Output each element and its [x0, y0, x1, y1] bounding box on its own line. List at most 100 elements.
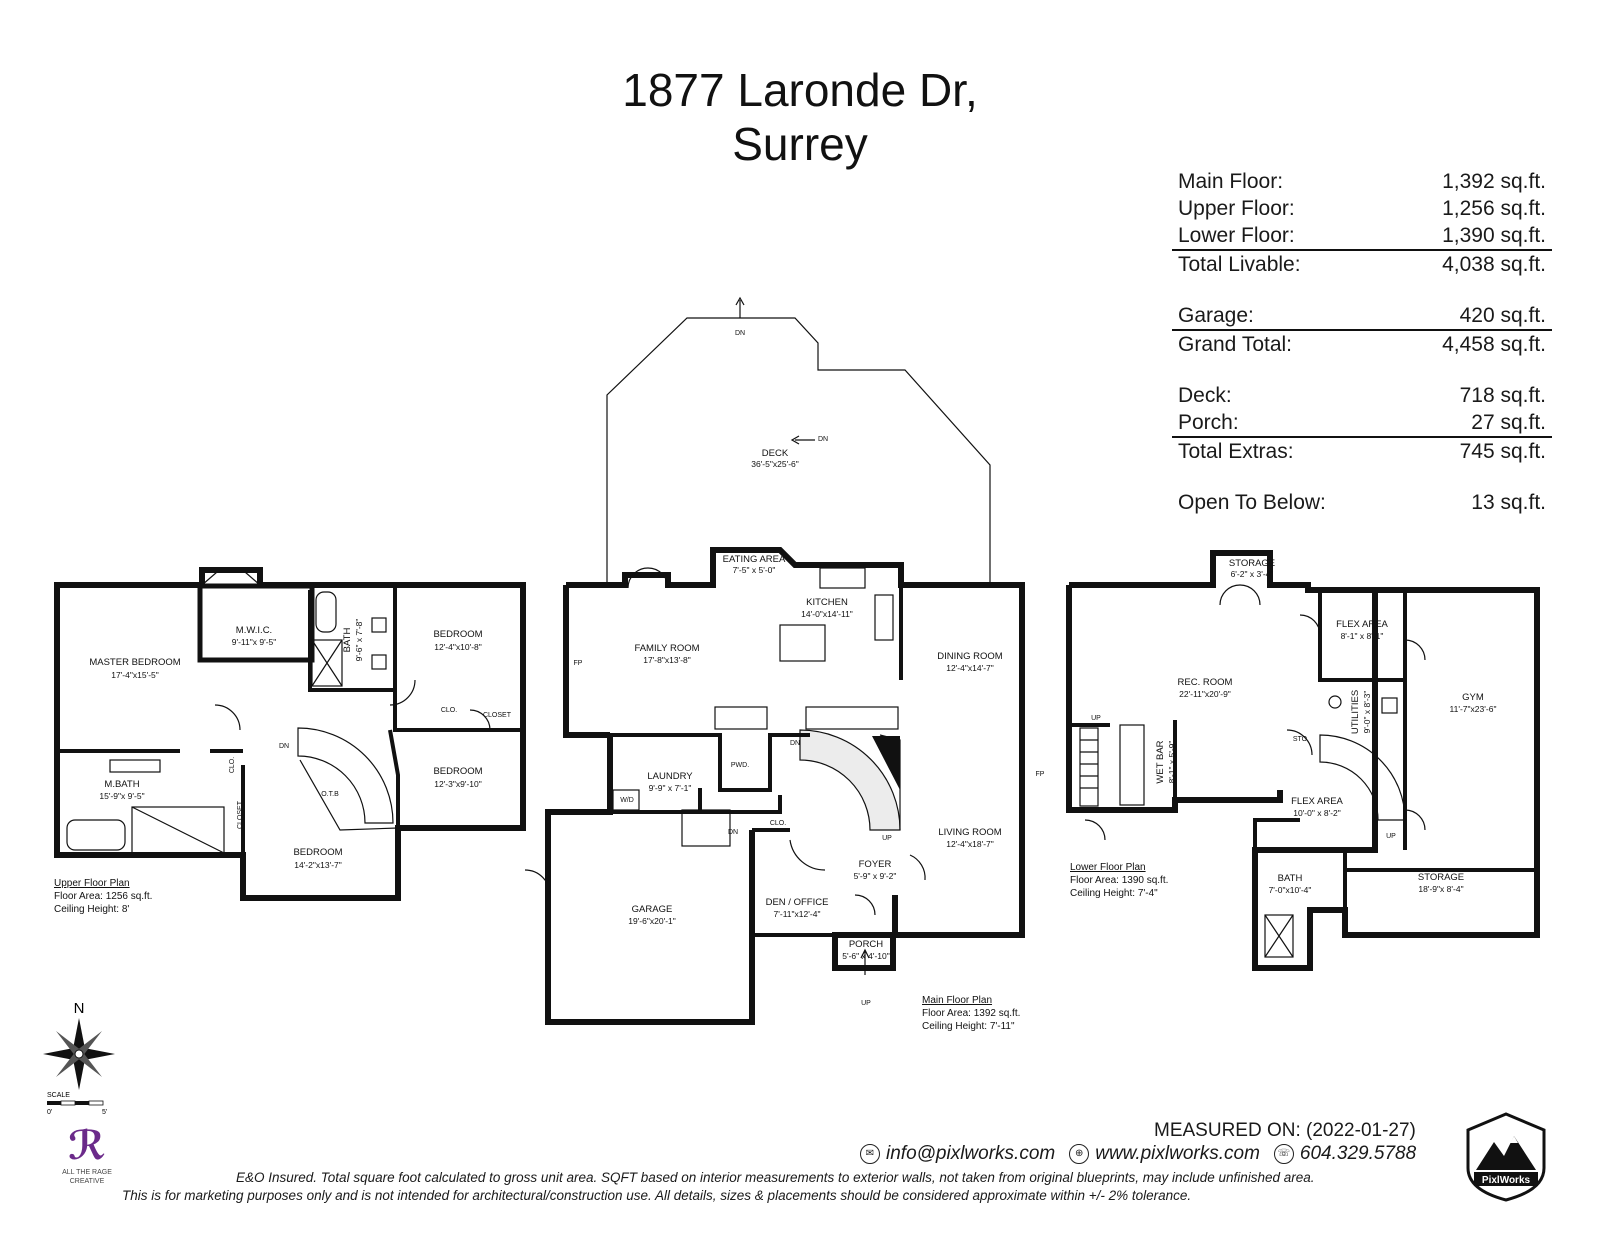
upper-plan-title: Upper Floor Plan [54, 878, 130, 889]
upper-room-dim-2: 9'-6" x 7'-8" [354, 619, 364, 662]
compass-icon: N SCALE 0' 5' [43, 1000, 115, 1116]
lower-room-dim-2: 22'-11"x20'-9" [1179, 689, 1231, 699]
main-room-name-7: FOYER [859, 859, 892, 870]
main-room-name-5: LAUNDRY [647, 771, 693, 782]
main-wd-label: W/D [620, 797, 634, 804]
area-value: 27 sq.ft. [1471, 411, 1546, 434]
upper-room-dim-0: 17'-4"x15'-5" [111, 670, 159, 680]
main-room-dim-4: 12'-4"x14'-7" [946, 663, 994, 673]
main-room-name-10: PORCH [849, 939, 883, 950]
area-value: 745 sq.ft. [1459, 440, 1546, 463]
area-value: 1,390 sq.ft. [1442, 224, 1546, 247]
main-dn-label-3: DN [790, 740, 800, 747]
email-icon: ✉ [860, 1143, 880, 1164]
all-the-rage-logo: ℛ ALL THE RAGE CREATIVE [52, 1124, 122, 1186]
main-dn-label-2: DN [818, 436, 828, 443]
main-plan-title: Main Floor Plan [922, 995, 992, 1006]
lower-room-dim-4: 9'-0" x 8'-3" [1362, 691, 1372, 734]
lower-up-label-1: UP [1091, 715, 1101, 722]
main-room-dim-3: 17'-8"x13'-8" [643, 655, 691, 665]
area-value: 4,458 sq.ft. [1442, 333, 1546, 356]
contact-email[interactable]: info@pixlworks.com [886, 1143, 1056, 1164]
area-label: Grand Total: [1178, 333, 1293, 356]
upper-room-dim-5: 15'-9"x 9'-5" [99, 791, 144, 801]
upper-clo-label-2: CLO. [229, 757, 236, 773]
main-room-dim-9: 7'-11"x12'-4" [774, 909, 821, 919]
contact-web[interactable]: www.pixlworks.com [1095, 1143, 1260, 1164]
lower-room-name-0: STORAGE [1229, 558, 1275, 569]
lower-room-name-7: BATH [1278, 873, 1303, 884]
area-label: Open To Below: [1178, 491, 1326, 514]
area-value: 1,392 sq.ft. [1442, 170, 1546, 193]
upper-room-dim-3: 12'-4"x10'-8" [434, 642, 482, 652]
main-room-dim-2: 14'-0"x14'-11" [801, 609, 853, 619]
area-label: Lower Floor: [1178, 224, 1295, 247]
main-dn-label-1: DN [735, 330, 745, 337]
upper-room-dim-4: 12'-3"x9'-10" [434, 779, 482, 789]
lower-plan-title: Lower Floor Plan [1070, 862, 1146, 873]
area-label: Garage: [1178, 304, 1254, 327]
area-row: Total Extras: 745 sq.ft. [1172, 436, 1552, 465]
logo-left-text: ALL THE RAGE [62, 1169, 112, 1176]
area-value: 1,256 sq.ft. [1442, 197, 1546, 220]
area-label: Deck: [1178, 384, 1232, 407]
main-up-label-1: UP [882, 835, 892, 842]
area-value: 4,038 sq.ft. [1442, 253, 1546, 276]
area-row: Deck: 718 sq.ft. [1172, 382, 1552, 409]
area-row: Total Livable:4,038 sq.ft. [1172, 249, 1552, 278]
scale-end: 5' [102, 1109, 107, 1116]
main-room-name-0: DECK [762, 448, 789, 459]
upper-floor-area: Floor Area: 1256 sq.ft. [54, 891, 152, 902]
logo-left-sub: CREATIVE [69, 1178, 105, 1185]
scale-start: 0' [47, 1109, 52, 1116]
main-fp-label-2: FP [1036, 771, 1045, 778]
lower-room-dim-7: 7'-0"x10'-4" [1269, 885, 1312, 895]
area-summary-table: Main Floor:1,392 sq.ft.Upper Floor:1,256… [1172, 168, 1552, 516]
area-row: Porch: 27 sq.ft. [1172, 409, 1552, 436]
main-ceiling-height: Ceiling Height: 7'-11" [922, 1021, 1015, 1032]
lower-room-dim-8: 18'-9"x 8'-4" [1418, 884, 1463, 894]
upper-room-name-3: BEDROOM [433, 629, 482, 640]
main-room-name-6: LIVING ROOM [938, 827, 1001, 838]
main-room-name-1: EATING AREA [723, 554, 786, 565]
main-dn-label-4: DN [728, 829, 738, 836]
main-room-dim-10: 5'-6" x 4'-10" [842, 951, 890, 961]
main-floor-area: Floor Area: 1392 sq.ft. [922, 1008, 1020, 1019]
area-label: Total Extras: [1178, 440, 1294, 463]
lower-sto-label: STO [1293, 736, 1308, 743]
main-room-dim-6: 12'-4"x18'-7" [946, 839, 994, 849]
area-label: Upper Floor: [1178, 197, 1295, 220]
upper-clo-label: CLO. [441, 707, 457, 714]
main-room-name-2: KITCHEN [806, 597, 848, 608]
main-room-dim-1: 7'-5" x 5'-0" [733, 565, 776, 575]
main-room-dim-8: 19'-6"x20'-1" [628, 916, 676, 926]
area-row: Lower Floor: 1,390 sq.ft. [1172, 222, 1552, 249]
logo-right-text: PixlWorks [1482, 1175, 1531, 1186]
area-row: Upper Floor: 1,256 sq.ft. [1172, 195, 1552, 222]
area-label: Porch: [1178, 411, 1239, 434]
main-fp-label: FP [574, 660, 583, 667]
upper-room-name-5: M.BATH [104, 779, 139, 790]
lower-room-dim-0: 6'-2" x 3'-4" [1231, 569, 1274, 579]
lower-room-name-5: WET BAR [1155, 740, 1166, 783]
main-room-dim-0: 36'-5"x25'-6" [751, 459, 799, 469]
main-room-name-4: DINING ROOM [937, 651, 1003, 662]
lower-ceiling-height: Ceiling Height: 7'-4" [1070, 888, 1158, 899]
main-pwd-label: PWD. [731, 762, 749, 769]
area-value: 718 sq.ft. [1459, 384, 1546, 407]
upper-closet-label-2: CLOSET [237, 800, 244, 829]
lower-room-name-6: FLEX AREA [1291, 796, 1343, 807]
main-room-name-9: DEN / OFFICE [766, 897, 829, 908]
main-up-label-2: UP [861, 1000, 871, 1007]
upper-room-name-4: BEDROOM [433, 766, 482, 777]
lower-floor-area: Floor Area: 1390 sq.ft. [1070, 875, 1168, 886]
scale-label: SCALE [47, 1092, 70, 1099]
lower-floor-plan: STORAGE 6'-2" x 3'-4" FLEX AREA 8'-1" x … [1066, 550, 1540, 971]
upper-room-dim-6: 14'-2"x13'-7" [294, 860, 342, 870]
globe-icon: ⊕ [1069, 1143, 1090, 1164]
main-floor-plan: DECK 36'-5"x25'-6" EATING AREA 7'-5" x 5… [524, 296, 1045, 1032]
lower-room-dim-5: 8'-1" x 5'-9" [1167, 741, 1177, 784]
contact-phone[interactable]: 604.329.5788 [1299, 1143, 1417, 1164]
main-room-name-8: GARAGE [632, 904, 673, 915]
